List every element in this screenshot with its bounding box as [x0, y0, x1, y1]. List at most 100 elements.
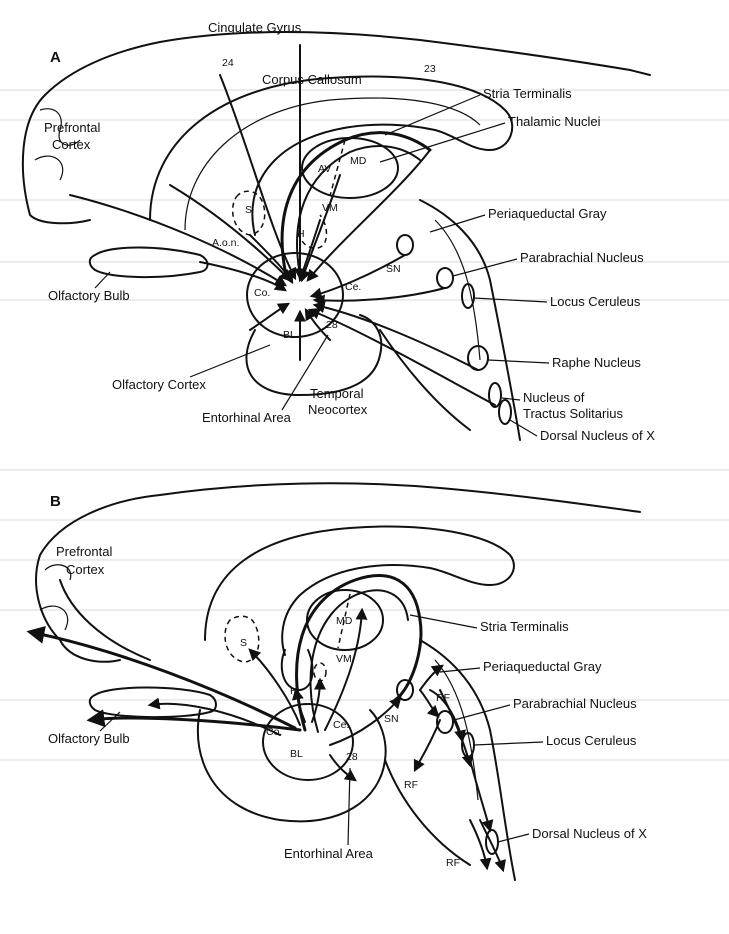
panel-a-thalamus [301, 137, 399, 199]
panel-b-label-olfactory-bulb: Olfactory Bulb [48, 731, 130, 746]
panel-a-olfactory-bulb-shape [88, 246, 209, 279]
panel-b-leader-parabrachial [453, 704, 511, 721]
panel-b-stria-inner [309, 589, 409, 733]
panel-a-nts-node [488, 382, 502, 408]
panel-b-label-md: MD [336, 615, 353, 627]
panel-b-label-ce: Ce. [333, 719, 349, 731]
panel-b-brainstem-inner [434, 659, 479, 801]
panel-a-label-area-23: 23 [424, 63, 436, 75]
panel-a-stria-terminalis-arc [280, 131, 432, 272]
panel-b-label-co: Co. [266, 726, 282, 738]
panel-b-label-prefrontal-1: Prefrontal [56, 544, 112, 559]
panel-a-sn-node [396, 234, 414, 256]
panel-a-corpus-callosum-shape [149, 75, 514, 236]
panel-a-locus-ceruleus-node [461, 283, 475, 309]
panel-a-leader-locus [473, 297, 548, 303]
panel-b-brainstem [384, 639, 516, 881]
panel-a-cortex-outline [21, 31, 651, 225]
panel-b-label-bl: BL [290, 748, 303, 760]
panel-a-label-av: AV [318, 163, 331, 175]
panel-b-label-rf-3: RF [446, 857, 460, 869]
panel-a-temporal-lobe [245, 314, 383, 396]
panel-a-label-olfactory-bulb: Olfactory Bulb [48, 288, 130, 303]
panel-a-leader-pag [429, 214, 486, 233]
panel-b-label-h: H [290, 685, 298, 697]
panel-b-md-divider [337, 593, 351, 649]
panel-a-label-nts-1: Nucleus of [523, 390, 585, 405]
panel-a-amygdala [246, 252, 344, 338]
panel-b-vm-node [313, 662, 327, 682]
panel-a-leader-olfactory-cortex [189, 344, 271, 378]
panel-a-leader-stria [384, 94, 481, 136]
panel-a-label-stria-terminalis: Stria Terminalis [483, 86, 572, 101]
panel-b: B [26, 482, 647, 881]
panel-a-label-vm: VM [322, 202, 338, 214]
panel-a-label-ce: Ce. [345, 281, 361, 293]
panel-b-dmnx-node [485, 829, 499, 855]
panel-a-letter: A [50, 49, 61, 66]
panel-a-label-periaqueductal-gray: Periaqueductal Gray [488, 206, 607, 221]
panel-a: A [21, 20, 655, 443]
panel-b-label-prefrontal-2: Cortex [66, 562, 105, 577]
panel-a-septal-nucleus [231, 190, 266, 236]
panel-b-label-area-28: 28 [346, 751, 358, 763]
panel-a-leader-olfactory-bulb [94, 271, 111, 289]
panel-a-leader-thalamic [379, 122, 506, 163]
panel-b-olfactory-bulb-shape [88, 686, 217, 719]
panel-b-letter: B [50, 493, 61, 510]
panel-a-brainstem-inner [434, 219, 481, 361]
panel-b-leader-pag [439, 667, 481, 673]
panel-b-leader-entorhinal [347, 767, 351, 846]
panel-a-label-h: H [297, 228, 305, 240]
panel-a-dmnx-node [498, 399, 512, 425]
panel-a-label-thalamic-nuclei: Thalamic Nuclei [508, 114, 601, 129]
panel-a-label-temporal-1: Temporal [310, 386, 364, 401]
panel-a-label-raphe: Raphe Nucleus [552, 355, 641, 370]
panel-a-label-cingulate-gyrus: Cingulate Gyrus [208, 20, 302, 35]
panel-b-amygdala [262, 703, 354, 781]
panel-b-label-locus-ceruleus: Locus Ceruleus [546, 733, 637, 748]
panel-a-label-bl: BL [283, 329, 296, 341]
panel-b-label-vm: VM [336, 653, 352, 665]
panel-b-output-arrows [26, 579, 506, 873]
panel-a-label-aon: A.o.n. [212, 237, 239, 249]
panel-b-label-sn: SN [384, 713, 399, 725]
panel-a-leader-raphe [487, 359, 550, 364]
panel-b-label-dorsal-nucleus-x: Dorsal Nucleus of X [532, 826, 647, 841]
panel-a-parabrachial-node [436, 267, 454, 289]
panel-a-label-locus-ceruleus: Locus Ceruleus [550, 294, 641, 309]
panel-a-label-dorsal-nucleus-x: Dorsal Nucleus of X [540, 428, 655, 443]
bleed-through-background [0, 89, 729, 761]
panel-a-label-prefrontal-2: Cortex [52, 137, 91, 152]
panel-b-leader-stria [409, 614, 478, 629]
panel-b-stria-terminalis-arc [295, 574, 423, 732]
panel-a-label-co: Co. [254, 287, 270, 299]
panel-a-callosum-inner [184, 97, 481, 231]
panel-a-leader-nts [501, 397, 521, 401]
panel-a-label-s: S [245, 204, 252, 216]
panel-a-label-olfactory-cortex: Olfactory Cortex [112, 377, 206, 392]
panel-a-label-area-24: 24 [222, 57, 234, 69]
panel-a-leader-parabrachial [452, 258, 518, 277]
panel-a-input-arrows [69, 44, 496, 406]
panel-b-label-rf-2: RF [404, 779, 418, 791]
panel-a-label-nts-2: Tractus Solitarius [523, 406, 623, 421]
panel-a-av-md-divider [329, 139, 346, 197]
panel-b-septal-nucleus [224, 615, 260, 663]
panel-a-label-sn: SN [386, 263, 401, 275]
panel-b-leader-olfactory-bulb [99, 711, 121, 732]
panel-b-frontal-gyri [39, 564, 72, 631]
panel-b-label-rf-1: RF [436, 692, 450, 704]
panel-a-leader-dmnx [509, 419, 538, 437]
panel-b-label-parabrachial: Parabrachial Nucleus [513, 696, 637, 711]
panel-b-temporal-lobe [196, 709, 387, 823]
panel-a-brainstem [379, 199, 521, 441]
panel-b-label-stria-terminalis: Stria Terminalis [480, 619, 569, 634]
panel-b-label-s: S [240, 637, 247, 649]
panel-b-label-periaqueductal-gray: Periaqueductal Gray [483, 659, 602, 674]
panel-a-label-area-28: 28 [326, 319, 338, 331]
panel-b-parabrachial-node [436, 710, 454, 734]
panel-a-label-parabrachial: Parabrachial Nucleus [520, 250, 644, 265]
panel-b-sn-node [396, 679, 414, 701]
